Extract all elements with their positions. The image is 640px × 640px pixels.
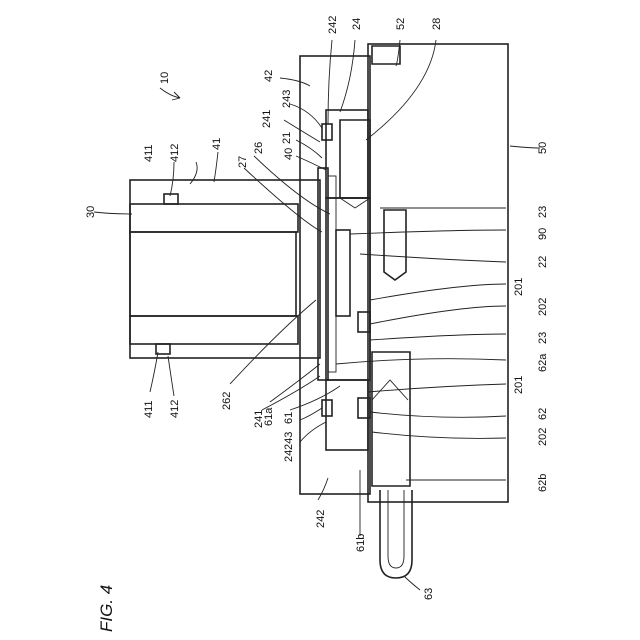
label-202-top: 202 [537, 298, 549, 316]
label-201-top: 201 [513, 278, 525, 296]
leader-lines [94, 40, 540, 590]
label-22: 22 [537, 256, 549, 268]
label-241-top: 241 [261, 110, 273, 128]
label-24-bottom: 24 [283, 450, 295, 462]
sleeve-41 [130, 180, 320, 358]
figure-title: FIG. 4 [97, 585, 116, 632]
label-50: 50 [537, 142, 549, 154]
pin-52 [372, 46, 400, 64]
label-23-mid: 23 [537, 332, 549, 344]
seal-24-bottom [322, 400, 332, 416]
bore-90 [384, 210, 406, 280]
label-411-top: 411 [143, 144, 155, 162]
label-241-bottom: 241 [253, 410, 265, 428]
label-62: 62 [537, 408, 549, 420]
label-27: 27 [237, 156, 249, 168]
label-26: 26 [253, 142, 265, 154]
label-243-bottom: 243 [283, 432, 295, 450]
label-90: 90 [537, 228, 549, 240]
arrow-10 [160, 88, 180, 100]
label-412-bottom: 412 [169, 400, 181, 418]
label-262: 262 [221, 392, 233, 410]
label-411-bottom: 411 [143, 400, 155, 418]
bore-202 [372, 352, 410, 486]
label-242-bottom: 242 [315, 510, 327, 528]
label-243-top: 243 [281, 90, 293, 108]
label-242-top: 242 [327, 16, 339, 34]
reference-labels: 10 242 24 52 28 42 243 241 21 26 40 27 4… [85, 16, 549, 600]
label-24-top: 24 [351, 18, 363, 30]
substrate-22 [318, 168, 350, 380]
label-10: 10 [159, 72, 171, 84]
housing-42 [300, 56, 370, 494]
label-52: 52 [395, 18, 407, 30]
o-ring-412-top [164, 194, 178, 204]
label-30: 30 [85, 206, 97, 218]
label-63: 63 [423, 588, 435, 600]
label-40: 40 [283, 148, 295, 160]
label-41: 41 [211, 138, 223, 150]
cylinder-30 [130, 204, 298, 344]
label-62b: 62b [537, 474, 549, 492]
seal-24-top [322, 124, 332, 140]
tube-63 [380, 490, 412, 578]
label-202-bottom: 202 [537, 428, 549, 446]
bore-28 [340, 120, 370, 208]
label-201-bottom: 201 [513, 376, 525, 394]
label-61: 61 [283, 412, 295, 424]
label-28: 28 [431, 18, 443, 30]
label-62a: 62a [537, 353, 549, 372]
label-61b: 61b [355, 534, 367, 552]
label-21: 21 [281, 132, 293, 144]
label-42: 42 [263, 70, 275, 82]
chip-cavity [326, 198, 370, 380]
label-412-top: 412 [169, 144, 181, 162]
label-23-top: 23 [537, 206, 549, 218]
block-50 [368, 44, 508, 502]
